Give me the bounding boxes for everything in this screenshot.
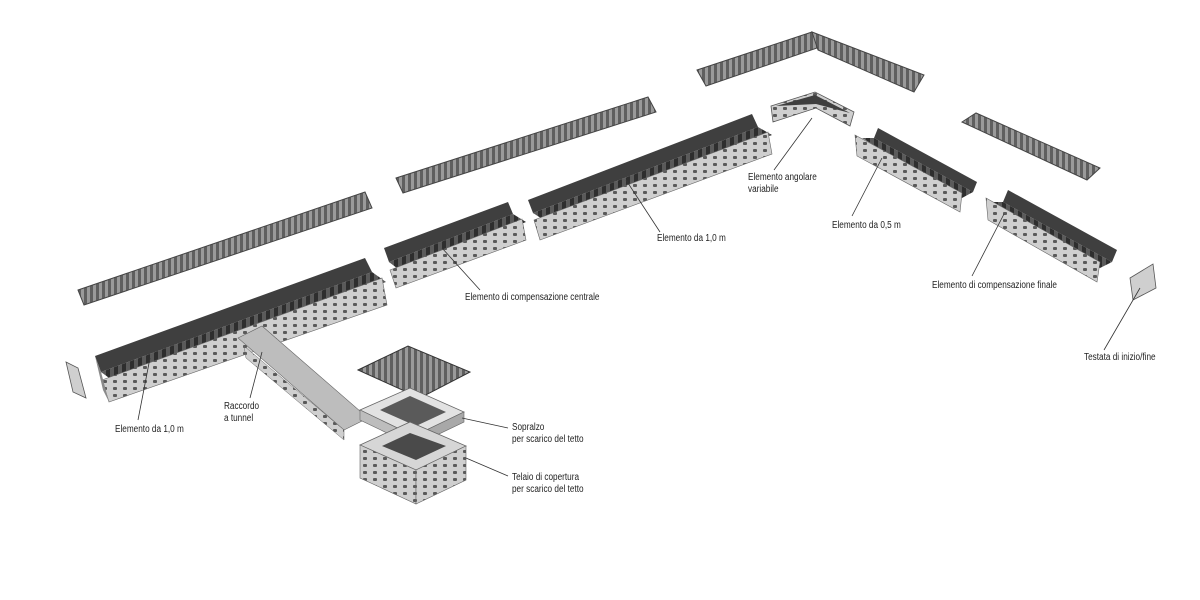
leader-lines <box>137 117 1141 477</box>
label-text-line1: Raccordo <box>224 401 260 412</box>
label-text: Elemento da 0,5 m <box>832 220 901 231</box>
label-elemento-angolare: Elemento angolare variabile <box>748 172 817 196</box>
label-text: Elemento da 1,0 m <box>657 233 726 244</box>
label-text-line2: a tunnel <box>224 413 254 424</box>
label-elemento-1m-center: Elemento da 1,0 m <box>657 233 726 245</box>
label-text: Testata di inizio/fine <box>1084 352 1156 363</box>
label-text-line2: per scarico del tetto <box>512 434 584 445</box>
label-telaio: Telaio di copertura per scarico del tett… <box>512 472 584 496</box>
label-sopralzo: Sopralzo per scarico del tetto <box>512 422 584 446</box>
label-compensazione-finale: Elemento di compensazione finale <box>932 280 1057 292</box>
label-text: Elemento di compensazione centrale <box>465 292 600 303</box>
grate-right <box>960 112 1101 181</box>
grate-left <box>77 191 373 306</box>
grate-corner-b <box>811 31 925 93</box>
label-elemento-1m-left: Elemento da 1,0 m <box>115 424 184 436</box>
grate-center <box>395 96 657 194</box>
label-text-line2: per scarico del tetto <box>512 484 584 495</box>
end-cap-left <box>65 361 87 399</box>
label-text-line1: Elemento angolare <box>748 172 817 183</box>
label-testata: Testata di inizio/fine <box>1084 352 1156 364</box>
end-cap-right <box>1129 263 1157 301</box>
label-raccordo-tunnel: Raccordo a tunnel <box>224 401 259 425</box>
tunnel-connector <box>237 325 369 441</box>
label-text-line2: variabile <box>748 184 779 195</box>
roof-drain-frame <box>359 421 467 505</box>
label-text-line1: Telaio di copertura <box>512 472 580 483</box>
channel-center-1m <box>528 114 773 241</box>
label-elemento-05m: Elemento da 0,5 m <box>832 220 901 232</box>
label-text-line1: Sopralzo <box>512 422 545 433</box>
channel-central-compensation <box>384 202 527 289</box>
channel-final-compensation <box>985 190 1117 283</box>
channel-corner-variable <box>770 91 855 127</box>
label-text: Elemento da 1,0 m <box>115 424 184 435</box>
channel-05m <box>854 128 977 213</box>
grate-corner-a <box>696 31 821 87</box>
label-compensazione-centrale: Elemento di compensazione centrale <box>465 292 599 304</box>
roof-drain-grate <box>356 345 472 399</box>
label-text: Elemento di compensazione finale <box>932 280 1057 291</box>
